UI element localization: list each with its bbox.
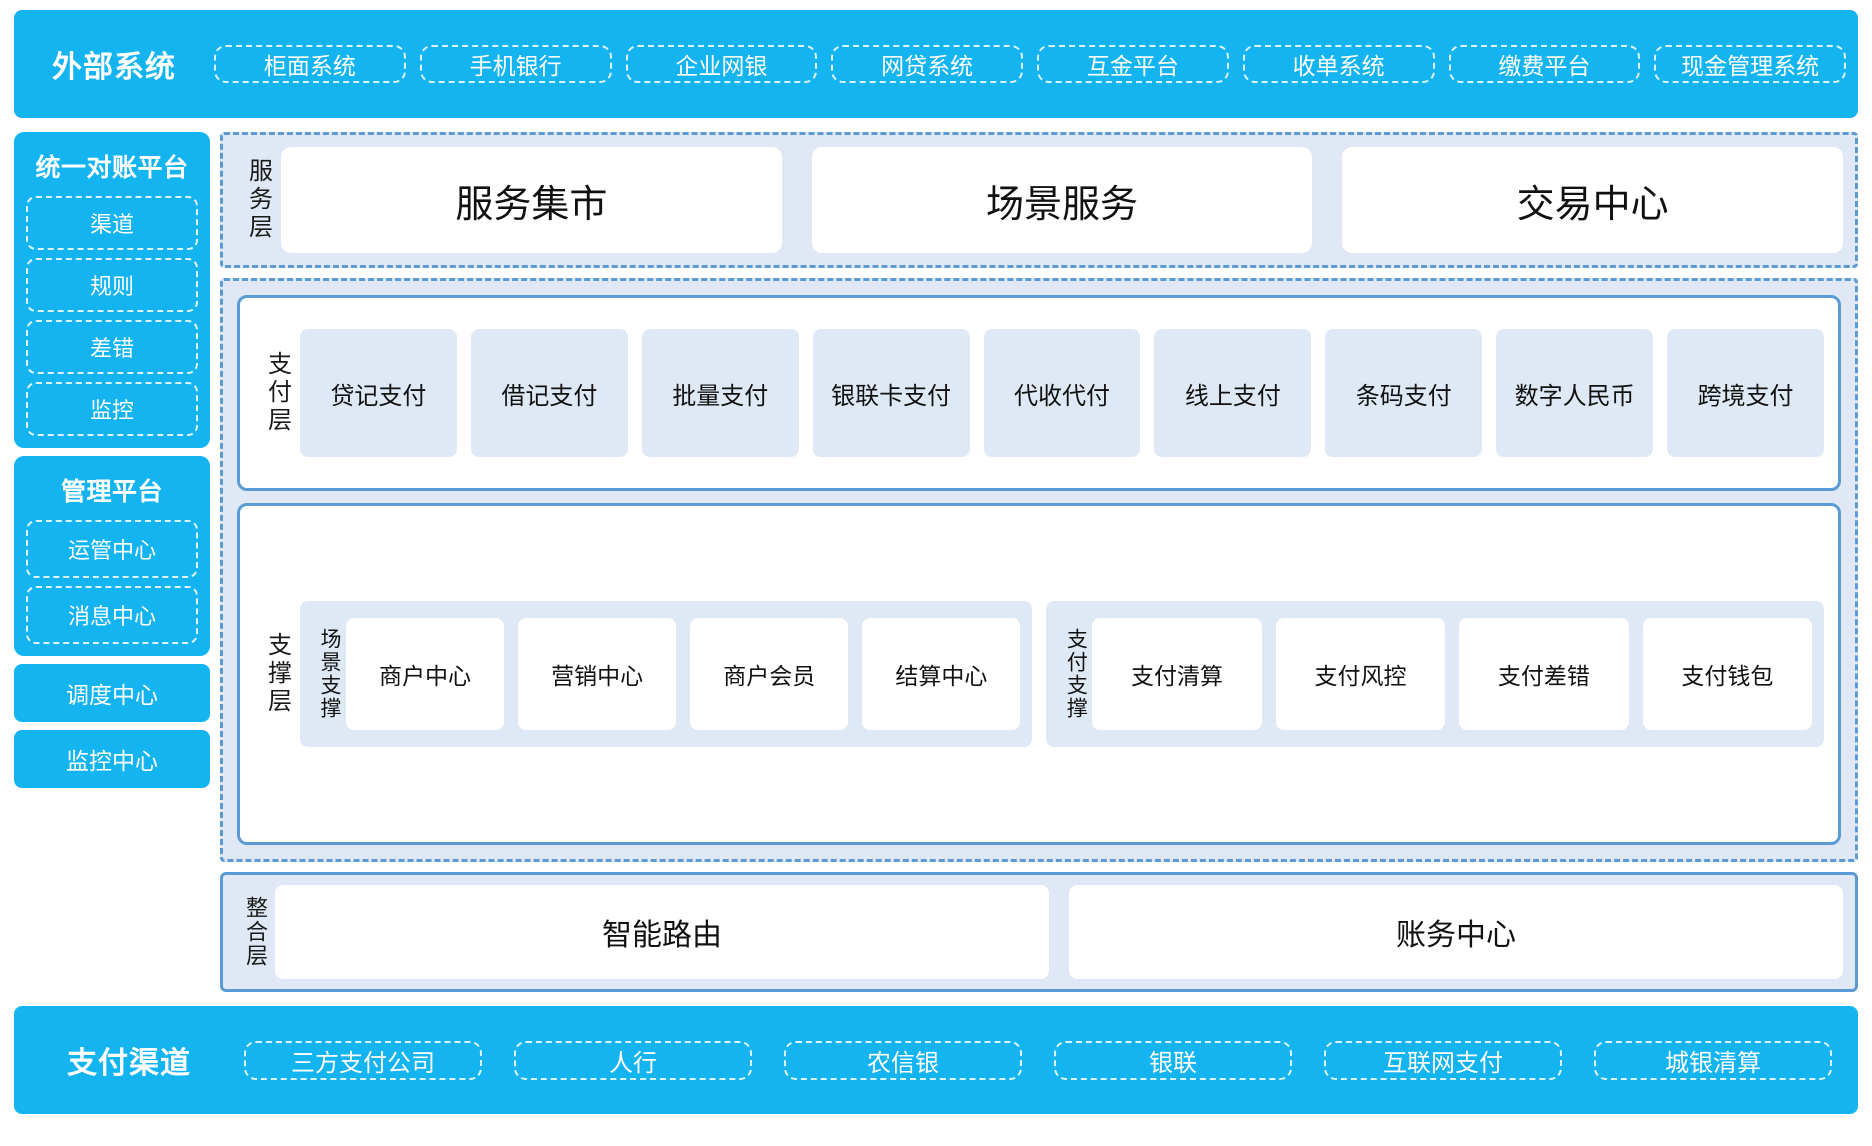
- sidebar-item-channel[interactable]: 渠道: [26, 196, 198, 250]
- payment-support-items: 支付清算 支付风控 支付差错 支付钱包: [1092, 611, 1813, 737]
- scenario-support-group: 场景支撑 商户中心 营销中心 商户会员 结算中心: [300, 601, 1033, 747]
- sidebar-item-operation-center[interactable]: 运管中心: [26, 520, 198, 578]
- payment-channel-item[interactable]: 银联: [1054, 1040, 1292, 1080]
- payment-layer-item[interactable]: 贷记支付: [300, 329, 457, 457]
- sidebar-item-monitoring-center[interactable]: 监控中心: [14, 730, 210, 788]
- sidebar-item-rule[interactable]: 规则: [26, 258, 198, 312]
- core-layers-group: 支付层 贷记支付 借记支付 批量支付 银联卡支付 代收代付 线上支付 条码支付 …: [220, 278, 1858, 862]
- support-layer-groups: 场景支撑 商户中心 营销中心 商户会员 结算中心 支付支撑 支付清算: [300, 516, 1824, 832]
- support-item-payment-wallet[interactable]: 支付钱包: [1642, 618, 1813, 730]
- scenario-support-items: 商户中心 营销中心 商户会员 结算中心: [346, 611, 1021, 737]
- sidebar-item-monitor[interactable]: 监控: [26, 382, 198, 436]
- payment-layer-item[interactable]: 代收代付: [983, 329, 1141, 457]
- external-system-item[interactable]: 网贷系统: [831, 45, 1023, 83]
- external-system-item[interactable]: 企业网银: [625, 45, 818, 83]
- payment-channel-item[interactable]: 城银清算: [1594, 1040, 1832, 1080]
- external-system-item[interactable]: 柜面系统: [214, 45, 406, 83]
- payment-layer-item[interactable]: 银联卡支付: [812, 329, 970, 457]
- external-system-item[interactable]: 现金管理系统: [1654, 45, 1846, 83]
- service-layer-label: 服务层: [244, 158, 272, 242]
- payment-channel-item[interactable]: 互联网支付: [1324, 1040, 1562, 1080]
- left-sidebar: 统一对账平台 渠道 规则 差错 监控 管理平台 运管中心 消息中心 调度中心 监…: [14, 132, 210, 992]
- reconciliation-platform-panel: 统一对账平台 渠道 规则 差错 监控: [14, 132, 210, 448]
- payment-layer: 支付层 贷记支付 借记支付 批量支付 银联卡支付 代收代付 线上支付 条码支付 …: [237, 295, 1841, 491]
- payment-layer-item[interactable]: 跨境支付: [1667, 329, 1825, 457]
- middle-region: 统一对账平台 渠道 规则 差错 监控 管理平台 运管中心 消息中心 调度中心 监…: [14, 132, 1858, 992]
- payment-layer-label: 支付层: [263, 351, 291, 435]
- sidebar-item-message-center[interactable]: 消息中心: [26, 586, 198, 644]
- support-item-marketing-center[interactable]: 营销中心: [518, 618, 677, 730]
- support-item-payment-error[interactable]: 支付差错: [1459, 618, 1629, 730]
- payment-channel-item[interactable]: 农信银: [784, 1040, 1022, 1080]
- service-layer: 服务层 服务集市 场景服务 交易中心: [220, 132, 1858, 268]
- integration-layer-label: 整合层: [243, 896, 268, 968]
- sidebar-item-dispatch-center[interactable]: 调度中心: [14, 664, 210, 722]
- integration-item-smart-routing[interactable]: 智能路由: [275, 885, 1049, 979]
- external-system-item[interactable]: 缴费平台: [1448, 45, 1641, 83]
- external-systems-items: 柜面系统 手机银行 企业网银 网贷系统 互金平台 收单系统 缴费平台 现金管理系…: [214, 24, 1846, 104]
- payment-channels-items: 三方支付公司 人行 农信银 银联 互联网支付 城银清算: [244, 1018, 1858, 1102]
- support-item-merchant-center[interactable]: 商户中心: [346, 618, 505, 730]
- payment-layer-item[interactable]: 数字人民币: [1496, 329, 1654, 457]
- external-systems-title: 外部系统: [52, 51, 176, 84]
- external-system-item[interactable]: 手机银行: [419, 45, 612, 83]
- service-layer-item[interactable]: 场景服务: [811, 147, 1313, 253]
- payment-layer-item[interactable]: 条码支付: [1325, 329, 1483, 457]
- support-item-settlement-center[interactable]: 结算中心: [862, 618, 1021, 730]
- service-layer-items: 服务集市 场景服务 交易中心: [281, 147, 1844, 253]
- reconciliation-platform-title: 统一对账平台: [35, 154, 189, 182]
- payment-layer-items: 贷记支付 借记支付 批量支付 银联卡支付 代收代付 线上支付 条码支付 数字人民…: [300, 308, 1825, 478]
- integration-layer-items: 智能路由 账务中心: [275, 885, 1843, 979]
- support-layer-label: 支撑层: [263, 632, 291, 716]
- service-layer-item[interactable]: 交易中心: [1342, 147, 1844, 253]
- service-layer-item[interactable]: 服务集市: [281, 147, 782, 253]
- sidebar-item-error[interactable]: 差错: [26, 320, 198, 374]
- external-system-item[interactable]: 互金平台: [1037, 45, 1229, 83]
- integration-item-accounting-center[interactable]: 账务中心: [1069, 885, 1843, 979]
- payment-channel-item[interactable]: 三方支付公司: [244, 1040, 482, 1080]
- payment-layer-item[interactable]: 批量支付: [641, 329, 799, 457]
- support-item-payment-risk[interactable]: 支付风控: [1275, 618, 1446, 730]
- payment-layer-item[interactable]: 借记支付: [470, 329, 628, 457]
- scenario-support-label: 场景支撑: [318, 628, 341, 720]
- integration-layer: 整合层 智能路由 账务中心: [220, 872, 1858, 992]
- payment-support-group: 支付支撑 支付清算 支付风控 支付差错 支付钱包: [1046, 601, 1824, 747]
- support-item-payment-clearing[interactable]: 支付清算: [1092, 618, 1262, 730]
- payment-layer-item[interactable]: 线上支付: [1154, 329, 1312, 457]
- payment-channels-bar: 支付渠道 三方支付公司 人行 农信银 银联 互联网支付 城银清算: [14, 1006, 1858, 1114]
- external-system-item[interactable]: 收单系统: [1242, 45, 1435, 83]
- management-platform-panel: 管理平台 运管中心 消息中心: [14, 456, 210, 656]
- payment-channel-item[interactable]: 人行: [514, 1040, 752, 1080]
- layers-column: 服务层 服务集市 场景服务 交易中心 支付层 贷记支付 借记支付 批量支付 银联…: [220, 132, 1858, 992]
- support-layer: 支撑层 场景支撑 商户中心 营销中心 商户会员 结算中心: [237, 503, 1841, 845]
- payment-channels-title: 支付渠道: [67, 1047, 191, 1080]
- support-item-merchant-member[interactable]: 商户会员: [690, 618, 849, 730]
- management-platform-title: 管理平台: [60, 478, 163, 506]
- external-systems-bar: 外部系统 柜面系统 手机银行 企业网银 网贷系统 互金平台 收单系统 缴费平台 …: [14, 10, 1858, 118]
- payment-support-label: 支付支撑: [1064, 628, 1088, 720]
